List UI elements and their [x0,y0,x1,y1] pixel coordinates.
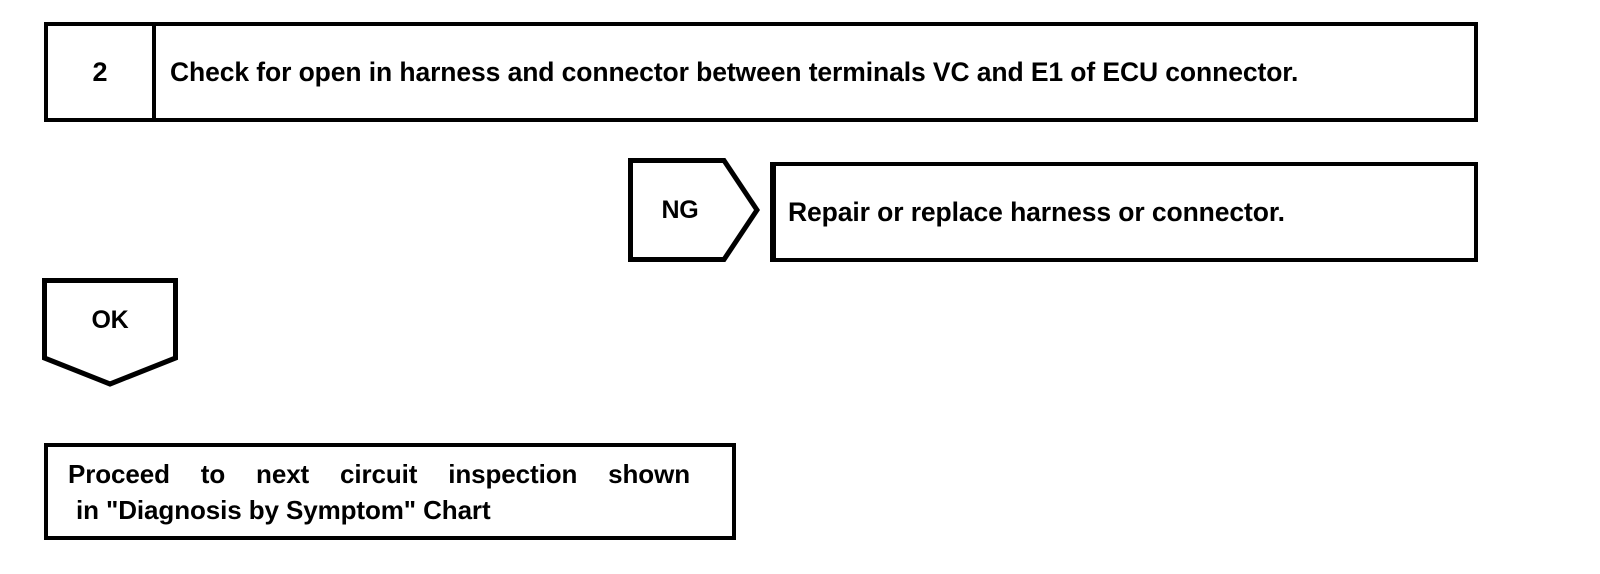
ng-pennant-shape [628,158,760,262]
step-number-cell: 2 [48,26,156,118]
ng-result-box: Repair or replace harness or connector. [770,162,1478,262]
ok-branch-pennant: OK [42,278,182,388]
ok-result-box: Proceed to next circuit inspection shown… [44,443,736,540]
ok-result-line-2: in "Diagnosis by Symptom" Chart [76,494,491,525]
step-instruction-text: Check for open in harness and connector … [170,56,1299,87]
ng-result-text: Repair or replace harness or connector. [788,196,1285,227]
ng-branch-pennant: NG [628,158,760,262]
ok-branch-label: OK [91,305,129,334]
step-number: 2 [92,56,108,87]
step-row: 2 Check for open in harness and connecto… [44,22,1478,122]
ok-result-line-1: Proceed to next circuit inspection shown [68,459,690,489]
ok-pennant-shape [42,278,178,387]
step-instruction-cell: Check for open in harness and connector … [156,26,1474,118]
ng-branch-label: NG [661,195,699,224]
